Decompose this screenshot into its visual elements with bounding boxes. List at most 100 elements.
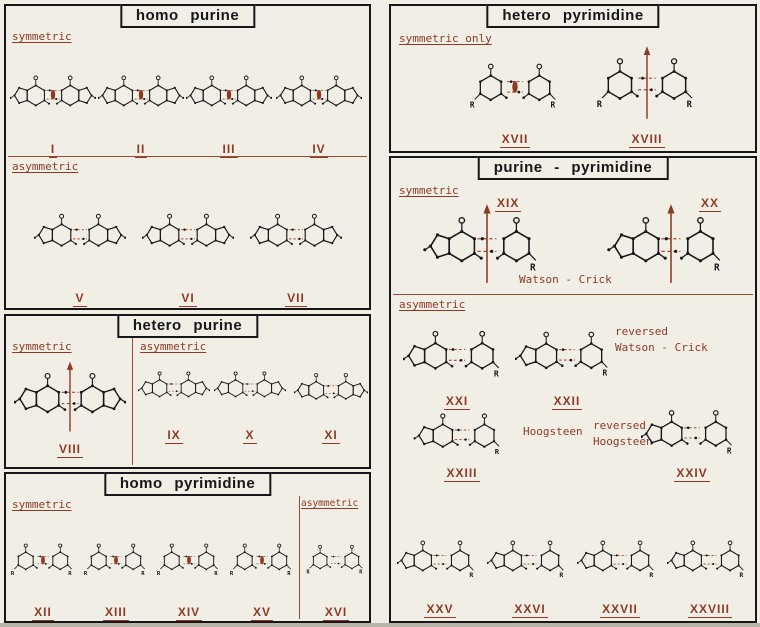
base-pair-icon — [10, 46, 96, 142]
section-divider — [299, 496, 300, 619]
numeral-label: XXVII — [600, 602, 640, 618]
structure-xxvii: R XXVII — [577, 516, 663, 618]
svg-text:R: R — [141, 571, 145, 577]
label-line: reversed — [593, 419, 646, 432]
base-pair-icon: R — [419, 202, 555, 286]
section-label-symmetric: symmetric — [399, 184, 459, 197]
panel-title-hetero-purine: hetero purine — [116, 314, 259, 338]
panel-homo-purine: homo purine symmetric I II III IV asymme… — [4, 4, 371, 310]
base-pair-icon — [98, 46, 184, 142]
structure-xxiv: R XXIV — [641, 398, 743, 482]
numeral-label: XVIII — [629, 132, 665, 148]
numeral-label: II — [134, 142, 148, 158]
label-hoogsteen: Hoogsteen — [523, 425, 583, 438]
section-label-asymmetric: asymmetric — [12, 160, 79, 173]
base-pair-icon: R — [603, 202, 739, 286]
section-label-symmetric-only: symmetric only — [399, 32, 492, 45]
panel-title-hetero-pyrimidine: hetero pyrimidine — [486, 4, 660, 28]
numeral-label: VII — [285, 291, 307, 307]
structure-v: V — [34, 176, 126, 307]
svg-text:R: R — [559, 571, 563, 579]
section-label-symmetric: symmetric — [12, 340, 72, 353]
label-line: Hoogsteen — [593, 435, 653, 448]
base-pair-icon: R — [641, 398, 743, 466]
numeral-label: XVII — [499, 132, 531, 148]
section-label-symmetric: symmetric — [12, 30, 72, 43]
structure-ii: II — [98, 46, 184, 158]
label-reversed-watson-crick: reversed Watson - Crick — [615, 324, 708, 356]
svg-text:R: R — [714, 262, 720, 273]
numeral-label: VIII — [56, 442, 83, 458]
svg-text:R: R — [597, 100, 603, 110]
panel-title-homo-purine: homo purine — [119, 4, 256, 28]
label-line: reversed — [615, 325, 668, 338]
svg-text:R: R — [359, 570, 363, 576]
numeral-label: XI — [322, 428, 340, 444]
svg-text:R: R — [157, 571, 161, 577]
base-pair-icon — [250, 176, 342, 291]
structure-iii: III — [186, 46, 272, 158]
base-pair-icon: R — [409, 402, 515, 466]
structure-xxi: R XXI — [403, 314, 511, 410]
base-pair-icon: R — [515, 314, 619, 394]
svg-text:R: R — [230, 571, 234, 577]
numeral-label: XV — [250, 605, 273, 621]
svg-text:R: R — [469, 571, 473, 579]
numeral-label: III — [220, 142, 238, 158]
numeral-label: IV — [310, 142, 328, 158]
structure-xx: R — [603, 202, 739, 286]
base-pair-icon — [138, 346, 210, 428]
section-divider — [393, 294, 753, 295]
svg-text:R: R — [214, 571, 218, 577]
base-pair-icon: R — [397, 516, 483, 602]
structure-x: X — [214, 346, 286, 444]
structure-xi: XI — [294, 350, 368, 444]
structure-ix: IX — [138, 346, 210, 444]
numeral-label: IX — [165, 428, 183, 444]
base-pair-icon — [276, 46, 362, 142]
structure-xxii: R XXII — [515, 314, 619, 410]
structure-xxiii: R XXIII — [409, 402, 515, 482]
svg-text:R: R — [307, 570, 311, 576]
numeral-label: XII — [32, 605, 54, 621]
base-pair-icon — [14, 352, 126, 442]
numeral-label: XXV — [424, 602, 456, 618]
structure-xxv: R XXV — [397, 516, 483, 618]
numeral-label: XVI — [322, 605, 350, 621]
label-reversed-hoogsteen: reversed Hoogsteen — [593, 418, 653, 450]
structure-vi: VI — [142, 176, 234, 307]
numeral-label: XXII — [551, 394, 583, 410]
base-pair-icon: R — [577, 516, 663, 602]
numeral-label-xix: XIX — [495, 196, 522, 212]
svg-text:R: R — [603, 369, 608, 378]
section-divider — [132, 338, 133, 465]
structure-xxvi: R XXVI — [487, 516, 573, 618]
svg-text:R: R — [470, 101, 475, 110]
label-watson-crick: Watson - Crick — [519, 273, 612, 286]
numeral-label: V — [73, 291, 87, 307]
svg-text:R: R — [11, 571, 15, 577]
numeral-label-xx: XX — [699, 196, 722, 212]
svg-text:R: R — [530, 262, 536, 273]
svg-text:R: R — [649, 571, 653, 579]
panel-purine-pyrimidine: purine - pyrimidine symmetric XIX XX R R… — [389, 156, 757, 623]
base-pair-icon — [142, 176, 234, 291]
structure-i: I — [10, 46, 96, 158]
base-pair-icon — [186, 46, 272, 142]
numeral-label: X — [243, 428, 257, 444]
numeral-label: XIV — [175, 605, 203, 621]
svg-text:R: R — [84, 571, 88, 577]
svg-text:R: R — [687, 100, 693, 110]
section-divider — [8, 156, 367, 157]
panel-hetero-purine: hetero purine symmetric asymmetric VIII … — [4, 314, 371, 469]
